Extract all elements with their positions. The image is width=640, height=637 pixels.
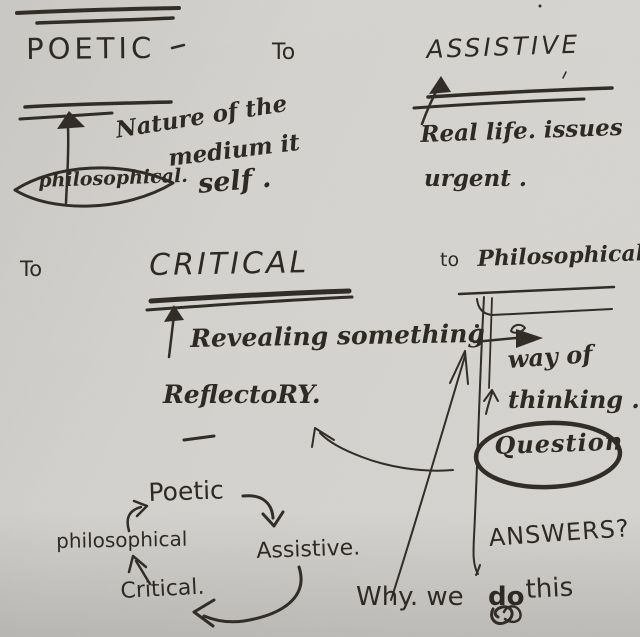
assistive-arrowhead-icon xyxy=(429,76,451,94)
poetic-underline-2 xyxy=(20,113,112,119)
philosophical-title-right: Philosophical xyxy=(476,240,640,272)
poetic-arrow-tail xyxy=(66,127,68,203)
philosophical-underline xyxy=(459,287,614,294)
nature-note-line3: self . xyxy=(196,162,273,200)
cycle-arrow-poetic-to-assistive xyxy=(243,496,273,518)
cycle-arrowhead-poetic-to-assistive-icon xyxy=(263,512,283,526)
why-arrow-tail xyxy=(391,356,465,600)
cycle-arrowhead-critical-to-phil-icon xyxy=(129,556,146,572)
scribbled-to-mark xyxy=(511,325,525,333)
cycle-arrowhead-assistive-to-critical-icon xyxy=(194,600,214,626)
critical-arrowhead-icon xyxy=(164,305,184,322)
stray-tick xyxy=(476,565,480,575)
reflectory-label: ReflectoRY. xyxy=(163,380,321,409)
why-we-label: Why. we xyxy=(356,582,464,612)
reflectory-underline xyxy=(184,436,214,440)
this-label: this xyxy=(524,572,574,605)
vertical-stroke-short xyxy=(489,298,492,388)
assistive-underline-2 xyxy=(414,99,584,108)
philosophical-bubble-label: philosophical. xyxy=(37,164,189,192)
cycle-node-philosophical: philosophical xyxy=(55,526,188,553)
reflectory-arrow-tail xyxy=(320,433,453,471)
way-of-line1: way of xyxy=(506,339,594,374)
question-label: Question xyxy=(493,426,624,460)
cycle-node-assistive: Assistive. xyxy=(255,535,361,564)
thinking-arrowhead-icon xyxy=(484,390,498,401)
assistive-underline-1 xyxy=(428,88,612,97)
poetic-dash xyxy=(172,45,184,48)
answers-label: ANSWERS? xyxy=(487,514,631,552)
reflectory-arrowhead-icon xyxy=(312,428,334,447)
critical-underline-1 xyxy=(151,291,349,301)
to-label-mid: To xyxy=(20,257,43,281)
ink-speck xyxy=(538,4,542,8)
top-rule-line2 xyxy=(37,18,173,23)
poetic-underline-1 xyxy=(25,102,171,107)
critical-underline-2 xyxy=(147,297,352,310)
thinking-arrow-tail xyxy=(486,393,492,414)
to-label-top: To xyxy=(272,40,296,65)
cycle-node-poetic: Poetic xyxy=(147,475,225,507)
cycle-arrowhead-phil-to-poetic-icon xyxy=(134,501,147,516)
philosophical-bracket xyxy=(477,299,612,315)
why-arrowhead-icon xyxy=(450,351,468,384)
cycle-arrow-assistive-to-critical xyxy=(204,567,301,622)
critical-arrow-tail xyxy=(169,315,174,357)
assistive-title: ASSISTIVE xyxy=(425,29,581,64)
cycle-node-critical: Critical. xyxy=(119,574,206,604)
critical-title: CRITICAL xyxy=(148,245,310,283)
real-life-note-line2: urgent . xyxy=(424,165,527,192)
assistive-arrow-tail xyxy=(422,84,440,124)
to-label-right: to xyxy=(440,249,460,271)
top-rule-line1 xyxy=(17,8,179,13)
do-label: do xyxy=(488,582,525,612)
real-life-note-line1: Real life. issues xyxy=(419,113,624,148)
ink-speck-tick xyxy=(563,72,566,78)
way-of-line2: thinking . xyxy=(508,385,640,414)
poetic-title: POETIC xyxy=(25,30,156,66)
poetic-arrowhead-icon xyxy=(57,111,85,129)
revealing-note: Revealing something xyxy=(189,318,486,353)
